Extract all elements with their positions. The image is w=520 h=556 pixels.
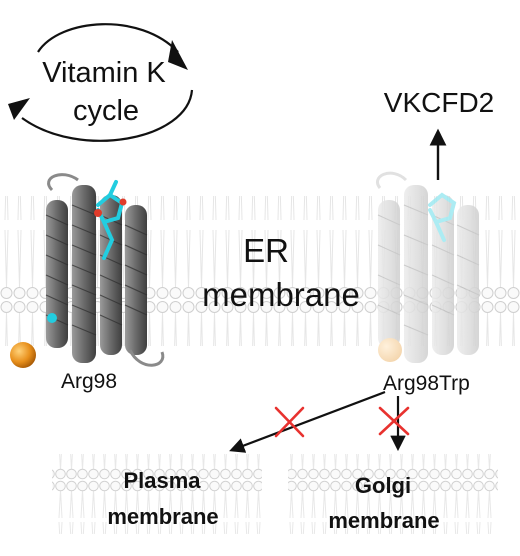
cycle-label-line1: Vitamin K [42,57,166,89]
cycle-label-line2: cycle [73,95,139,127]
vitamin-k-cycle-arrows [21,23,194,142]
golgi-label-line1: Golgi [355,473,411,498]
protein-structure-mutant [376,171,480,363]
plasma-membrane-arrow [229,390,386,453]
golgi-membrane-bilayer [288,454,498,534]
arg98-residue-ball [10,342,36,368]
cycle-arrowhead-right [168,40,188,70]
er-label-line2: membrane [202,276,360,313]
arg98trp-residue-ball [378,338,402,362]
plasma-label-line2: membrane [107,504,218,529]
er-label-line1: ER [243,232,289,269]
cross-plasma-blocked [274,406,305,438]
vkcfd2-label: VKCFD2 [384,87,494,118]
cross-golgi-blocked [378,406,410,436]
plasma-membrane-bilayer [52,454,262,534]
golgi-label-line2: membrane [328,508,439,533]
cycle-arrowhead-left [8,98,30,120]
arg98trp-label: Arg98Trp [383,372,470,395]
plasma-label-line1: Plasma [123,468,201,493]
arg98-label: Arg98 [61,370,117,393]
protein-structure-wildtype [45,173,165,367]
